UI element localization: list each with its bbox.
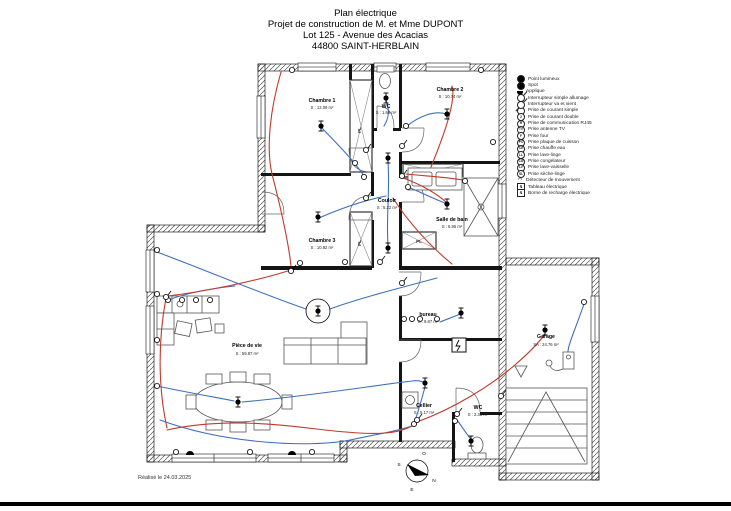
plan-title: Plan électrique	[334, 8, 397, 19]
room-name: Chambre 1	[309, 98, 336, 104]
room-area: S : 59.87 m²	[236, 351, 259, 356]
motion-detector-icon: ◠	[517, 177, 523, 184]
room-name: Chambre 3	[309, 238, 336, 244]
compass-north: N	[432, 478, 436, 484]
project-address: Lot 125 - Avenue des Acacias	[303, 30, 428, 41]
room-area: S : 1.69 m²	[376, 110, 397, 115]
room-area: S : 5.17 m²	[414, 410, 435, 415]
room-name: WC	[382, 104, 391, 110]
compass-east: E	[410, 487, 413, 493]
room-area: S : 2.38 m²	[468, 412, 489, 417]
legend-item: Interrupteur va et vient	[517, 100, 637, 109]
legend-item: ◠Détecteur de mouvement	[517, 177, 580, 184]
project-city: 44800 SAINT-HERBLAIN	[311, 41, 420, 52]
legend-item: ↯Borne de recharge électrique	[517, 189, 637, 198]
compass-west: O	[422, 451, 426, 457]
spot-icon	[305, 298, 331, 324]
ev-charger-icon	[545, 351, 575, 371]
title-block: Plan électrique Projet de construction d…	[0, 8, 731, 52]
room-name: Chambre 2	[437, 87, 464, 93]
compass-south: S	[397, 462, 400, 468]
room-area: S : 10.74 m²	[439, 94, 462, 99]
sofa	[283, 321, 368, 365]
room-area: SA : 24.76 m²	[533, 342, 559, 347]
room-name: Salle de bain	[436, 217, 468, 223]
closet-label: PL	[357, 127, 362, 133]
legend-item: Spot	[517, 81, 637, 90]
room-name: WC	[474, 405, 483, 411]
project-owner: Projet de construction de M. et Mme DUPO…	[267, 19, 464, 30]
toilet-wc1	[376, 65, 395, 89]
room-area: S : 9.87 m²	[418, 319, 439, 324]
outlet-icons	[153, 67, 588, 455]
garage-door	[505, 387, 588, 465]
two-way-switch-icon	[517, 100, 525, 109]
date-note: Réalisé le 24.03.2025	[138, 475, 192, 481]
closet-label: PL	[416, 239, 422, 244]
wiring-light-circuits	[159, 71, 546, 435]
furniture	[156, 65, 588, 465]
garage-floor-mark	[514, 365, 528, 378]
room-labels: Chambre 1 S : 12.09 m² WC S : 1.69 m² Ch…	[232, 87, 559, 417]
legend-item: Applique	[517, 89, 637, 95]
legend: Point lumineux Spot Applique Interrupteu…	[517, 75, 637, 198]
room-area: S : 6.95 m²	[442, 224, 463, 229]
applique-icons	[186, 451, 296, 455]
compass-rose: O S N E	[397, 451, 436, 493]
bathroom-fixtures	[407, 167, 499, 237]
room-area: S : 5.22 m²	[377, 205, 398, 210]
room-name: bureau	[419, 312, 436, 318]
applique-icon	[517, 91, 523, 95]
closet-label: PL	[357, 240, 362, 246]
page-border-bottom	[0, 502, 731, 506]
room-area: S : 12.09 m²	[311, 105, 334, 110]
compass-needle	[407, 464, 429, 476]
room-name: Couloir	[378, 198, 396, 204]
electrical-panel-icon	[451, 337, 467, 353]
spot-icon	[517, 81, 525, 90]
switch-icons	[162, 139, 507, 423]
room-name: Cellier	[416, 403, 432, 409]
room-name: Garage	[537, 334, 555, 340]
room-name: Pièce de vie	[232, 343, 262, 349]
ev-charger-icon: ↯	[517, 189, 525, 198]
room-area: S : 10.92 m²	[311, 245, 334, 250]
